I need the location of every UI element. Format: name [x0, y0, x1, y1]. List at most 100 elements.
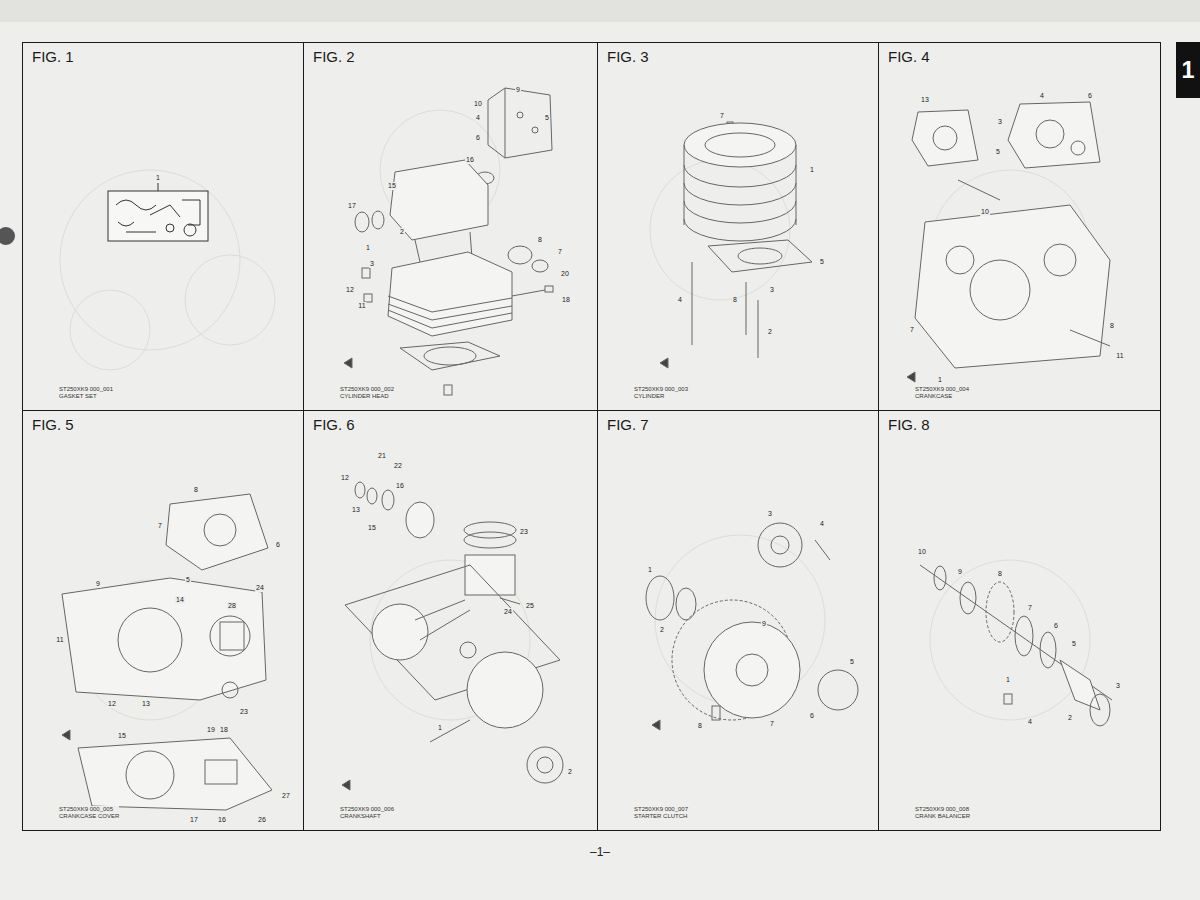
callout-number: 5: [819, 258, 825, 266]
callout-number: 13: [351, 506, 361, 514]
callout-number: 1: [937, 376, 943, 384]
callout-number: 1: [155, 174, 161, 182]
figure-caption: ST250XK9 000_004CRANKCASE: [915, 386, 969, 400]
callout-number: 24: [503, 608, 513, 616]
figure-number: FIG. 2: [313, 48, 355, 65]
callout-number: 27: [281, 792, 291, 800]
figure-caption: ST250XK9 000_008CRANK BALANCER: [915, 806, 970, 820]
callout-number: 4: [1039, 92, 1045, 100]
callout-number: 14: [175, 596, 185, 604]
callout-number: 2: [767, 328, 773, 336]
figure-caption: ST250XK9 000_005CRANKCASE COVER: [59, 806, 119, 820]
callout-number: 23: [519, 528, 529, 536]
callout-number: 8: [537, 236, 543, 244]
figure-panel: FIG. 1 ST250XK9 000_001GASKET SET: [22, 42, 304, 411]
callout-number: 20: [560, 270, 570, 278]
callout-number: 5: [544, 114, 550, 122]
figure-title: CYLINDER HEAD: [340, 393, 394, 400]
callout-number: 6: [809, 712, 815, 720]
callout-number: 6: [275, 541, 281, 549]
callout-number: 2: [659, 626, 665, 634]
callout-number: 17: [347, 202, 357, 210]
figure-title: CRANK BALANCER: [915, 813, 970, 820]
figure-caption: ST250XK9 000_007STARTER CLUTCH: [634, 806, 688, 820]
callout-number: 15: [387, 182, 397, 190]
figure-title: CRANKSHAFT: [340, 813, 394, 820]
callout-number: 8: [997, 570, 1003, 578]
callout-number: 16: [395, 482, 405, 490]
callout-number: 23: [239, 708, 249, 716]
figure-number: FIG. 1: [32, 48, 74, 65]
callout-number: 2: [567, 768, 573, 776]
callout-number: 3: [997, 118, 1003, 126]
drawing-code: ST250XK9 000_002: [340, 386, 394, 393]
figure-panel: FIG. 5ST250XK9 000_005CRANKCASE COVER: [22, 410, 304, 831]
callout-number: 13: [920, 96, 930, 104]
drawing-code: ST250XK9 000_001: [59, 386, 113, 393]
callout-number: 16: [465, 156, 475, 164]
callout-number: 12: [340, 474, 350, 482]
callout-number: 7: [1027, 604, 1033, 612]
callout-number: 8: [193, 486, 199, 494]
callout-number: 9: [95, 580, 101, 588]
callout-number: 22: [393, 462, 403, 470]
section-number: 1: [1176, 42, 1200, 98]
callout-number: 5: [849, 658, 855, 666]
figure-caption: ST250XK9 000_006CRANKSHAFT: [340, 806, 394, 820]
drawing-code: ST250XK9 000_004: [915, 386, 969, 393]
callout-number: 9: [957, 568, 963, 576]
callout-number: 8: [732, 296, 738, 304]
figure-number: FIG. 3: [607, 48, 649, 65]
figure-panel: FIG. 2 ST250XK9 000_002CYLINDER HEAD: [303, 42, 598, 411]
callout-number: 10: [473, 100, 483, 108]
callout-number: 1: [1005, 676, 1011, 684]
figure-number: FIG. 6: [313, 416, 355, 433]
figure-number: FIG. 7: [607, 416, 649, 433]
callout-number: 9: [761, 620, 767, 628]
figure-title: GASKET SET: [59, 393, 113, 400]
drawing-code: ST250XK9 000_008: [915, 806, 970, 813]
callout-number: 7: [909, 326, 915, 334]
callout-number: 4: [475, 114, 481, 122]
callout-number: 6: [1053, 622, 1059, 630]
callout-number: 5: [1071, 640, 1077, 648]
callout-number: 18: [219, 726, 229, 734]
callout-number: 12: [107, 700, 117, 708]
callout-number: 21: [377, 452, 387, 460]
callout-number: 7: [769, 720, 775, 728]
callout-number: 18: [561, 296, 571, 304]
callout-number: 24: [255, 584, 265, 592]
callout-number: 11: [1115, 352, 1124, 360]
figure-panel: FIG. 3 ST250XK9 000_003CYLINDER: [597, 42, 879, 411]
drawing-code: ST250XK9 000_007: [634, 806, 688, 813]
callout-number: 12: [345, 286, 355, 294]
callout-number: 19: [206, 726, 216, 734]
figure-title: CRANKCASE COVER: [59, 813, 119, 820]
figure-caption: ST250XK9 000_001GASKET SET: [59, 386, 113, 400]
callout-number: 3: [1115, 682, 1121, 690]
figure-title: STARTER CLUTCH: [634, 813, 688, 820]
callout-number: 3: [769, 286, 775, 294]
drawing-code: ST250XK9 000_005: [59, 806, 119, 813]
callout-number: 28: [227, 602, 237, 610]
figure-number: FIG. 4: [888, 48, 930, 65]
callout-number: 2: [399, 228, 405, 236]
callout-number: 15: [367, 524, 377, 532]
callout-number: 7: [719, 112, 725, 120]
figure-caption: ST250XK9 000_003CYLINDER: [634, 386, 688, 400]
callout-number: 4: [1027, 718, 1033, 726]
figure-title: CRANKCASE: [915, 393, 969, 400]
callout-number: 6: [475, 134, 481, 142]
callout-number: 10: [980, 208, 990, 216]
section-tab: 1: [1176, 42, 1200, 98]
callout-number: 4: [677, 296, 683, 304]
callout-number: 10: [917, 548, 927, 556]
drawing-code: ST250XK9 000_003: [634, 386, 688, 393]
callout-number: 6: [1087, 92, 1093, 100]
callout-number: 1: [437, 724, 443, 732]
callout-number: 3: [767, 510, 773, 518]
callout-number: 1: [647, 566, 653, 574]
callout-number: 5: [185, 576, 191, 584]
